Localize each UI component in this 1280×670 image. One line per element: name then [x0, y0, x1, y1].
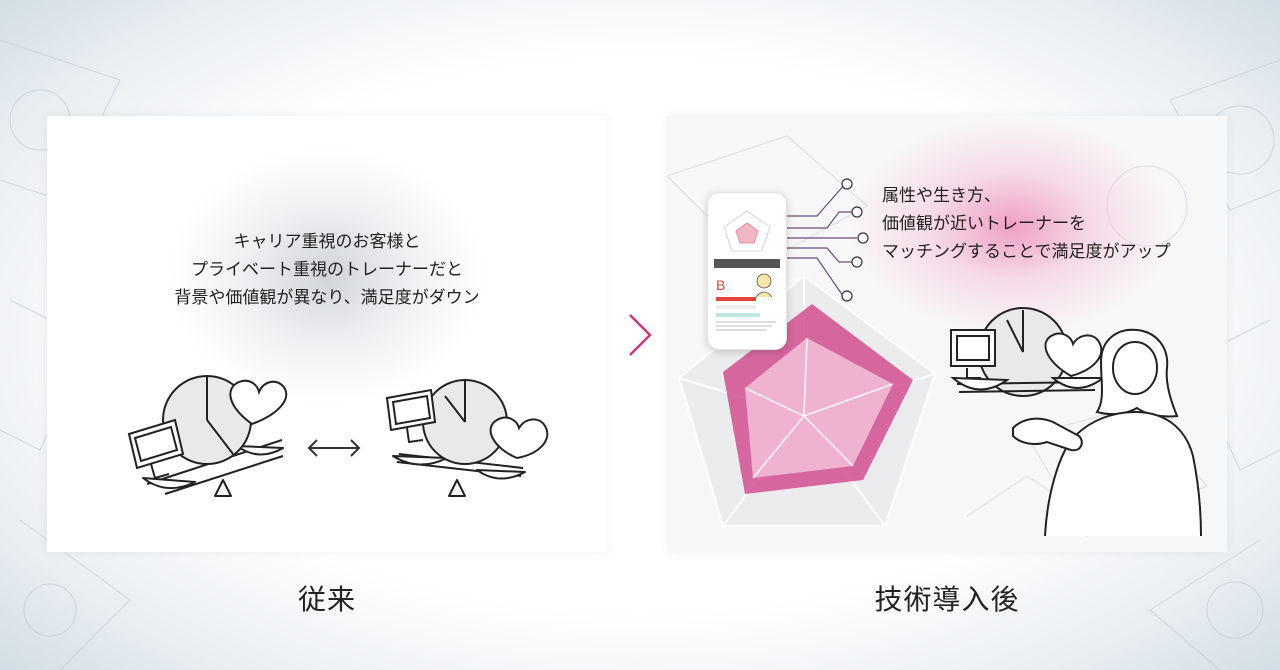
phone-avatar [755, 273, 773, 297]
phone-bar-red [716, 297, 756, 301]
after-caption: 属性や生き方、 価値観が近いトレーナーを マッチングすることで満足度がアップ [882, 182, 1171, 266]
heart-icon [229, 379, 288, 426]
before-label: 従来 [297, 583, 356, 616]
pink-glow [847, 116, 1177, 336]
after-panel: B 属性や生き方、 価値観が近いトレーナーを マッチングすることで満足度がアップ [667, 116, 1227, 552]
before-panel: キャリア重視のお客様と プライベート重視のトレーナーだと 背景や価値観が異なり、… [47, 116, 607, 552]
after-caption-line: 属性や生き方、 [882, 186, 1001, 206]
before-caption-line: 背景や価値観が異なり、満足度がダウン [174, 288, 480, 308]
balance-scale-icon [392, 453, 526, 497]
gray-glow [167, 146, 487, 406]
connector-node [857, 232, 869, 244]
phone-bar-teal [716, 313, 760, 317]
heart-icon [1044, 332, 1103, 378]
before-caption-line: プライベート重視のトレーナーだと [191, 260, 463, 280]
phone-screen: B [714, 205, 780, 335]
after-caption-line: 価値観が近いトレーナーを [882, 214, 1086, 234]
woman-balance-illustration [950, 307, 1202, 537]
heart-icon [489, 416, 549, 460]
woman-icon [1012, 328, 1202, 537]
after-caption-line: マッチングすることで満足度がアップ [882, 242, 1171, 262]
phone-mini-radar [723, 210, 771, 252]
connector-node [841, 178, 853, 190]
double-arrow-icon [307, 439, 361, 457]
chevron-right-icon [629, 314, 652, 356]
before-caption: キャリア重視のお客様と プライベート重視のトレーナーだと 背景や価値観が異なり、… [47, 228, 607, 312]
after-label: 技術導入後 [874, 583, 1020, 616]
connector-node [851, 256, 863, 268]
connector-lines [785, 178, 869, 302]
smartphone-icon: B [707, 192, 787, 350]
before-illustration [127, 375, 549, 497]
before-caption-line: キャリア重視のお客様と [233, 232, 421, 252]
phone-section-header [714, 259, 780, 268]
balance-scale-icon [950, 376, 1106, 393]
monitor-icon [385, 388, 437, 444]
phone-grade: B [716, 277, 726, 293]
connector-node [841, 290, 853, 302]
balance-scale-icon [142, 439, 284, 497]
pie-clock-icon [162, 375, 252, 465]
monitor-icon [127, 418, 185, 480]
phone-bar-gray [716, 305, 756, 309]
connector-node [851, 206, 863, 218]
